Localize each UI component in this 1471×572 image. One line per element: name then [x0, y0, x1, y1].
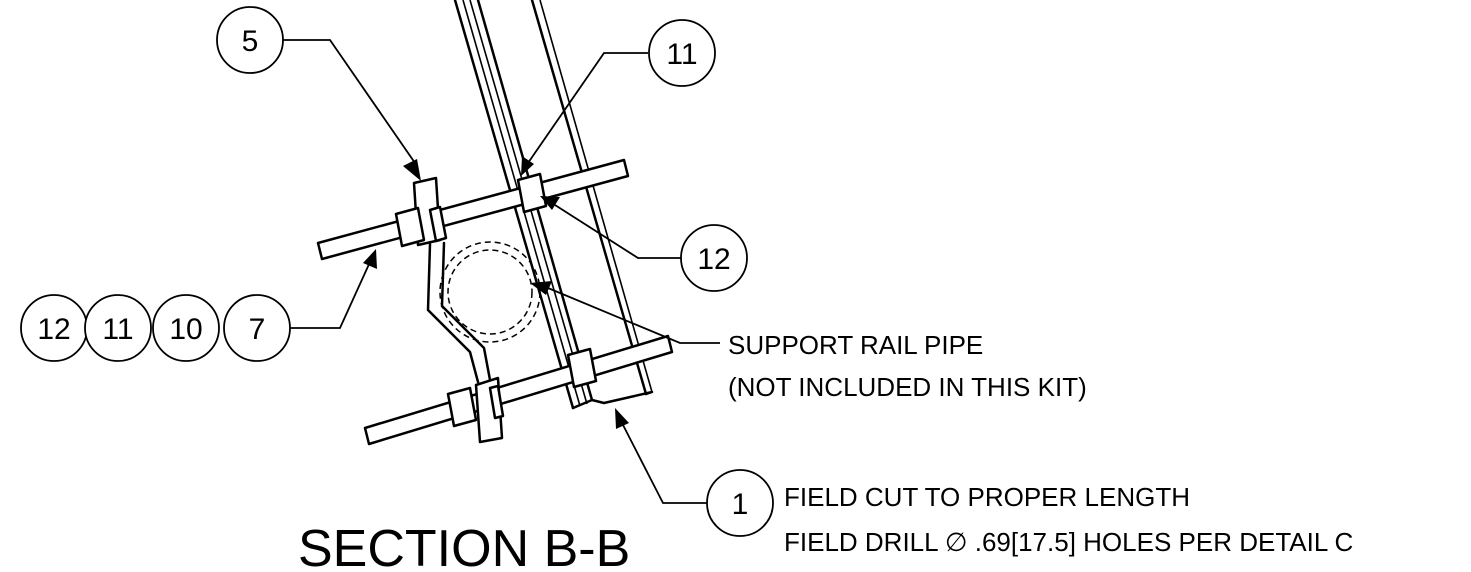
balloon-row-10: 10: [169, 313, 202, 346]
nuts-washers: [394, 172, 598, 428]
svg-text:5: 5: [242, 25, 259, 58]
balloon-row-12: 12: [37, 313, 70, 346]
balloon-12: 12: [680, 224, 748, 292]
svg-text:1: 1: [732, 488, 749, 521]
balloon-11: 11: [648, 19, 716, 87]
bent-strap: [426, 241, 492, 384]
section-title: SECTION B-B: [298, 520, 630, 572]
lower-threaded-rod: [363, 334, 674, 446]
balloon-row: 12 11 10 7: [20, 294, 291, 362]
svg-text:11: 11: [666, 38, 697, 71]
balloon-5: 5: [216, 6, 284, 74]
balloon-row-7: 7: [249, 313, 266, 346]
support-rail-pipe: [439, 241, 541, 343]
upper-threaded-rod: [316, 158, 630, 261]
pipe-note-line2: (NOT INCLUDED IN THIS KIT): [728, 372, 1087, 402]
field-note-line2: FIELD DRILL ∅ .69[17.5] HOLES PER DETAIL…: [784, 527, 1353, 557]
field-note-line1: FIELD CUT TO PROPER LENGTH: [784, 482, 1190, 512]
balloon-1: 1: [706, 469, 774, 537]
pipe-note-line1: SUPPORT RAIL PIPE: [728, 330, 983, 360]
svg-text:12: 12: [697, 243, 730, 276]
balloon-row-11: 11: [102, 313, 133, 346]
channel-member: [453, 0, 654, 410]
leader-lines: [282, 39, 720, 504]
